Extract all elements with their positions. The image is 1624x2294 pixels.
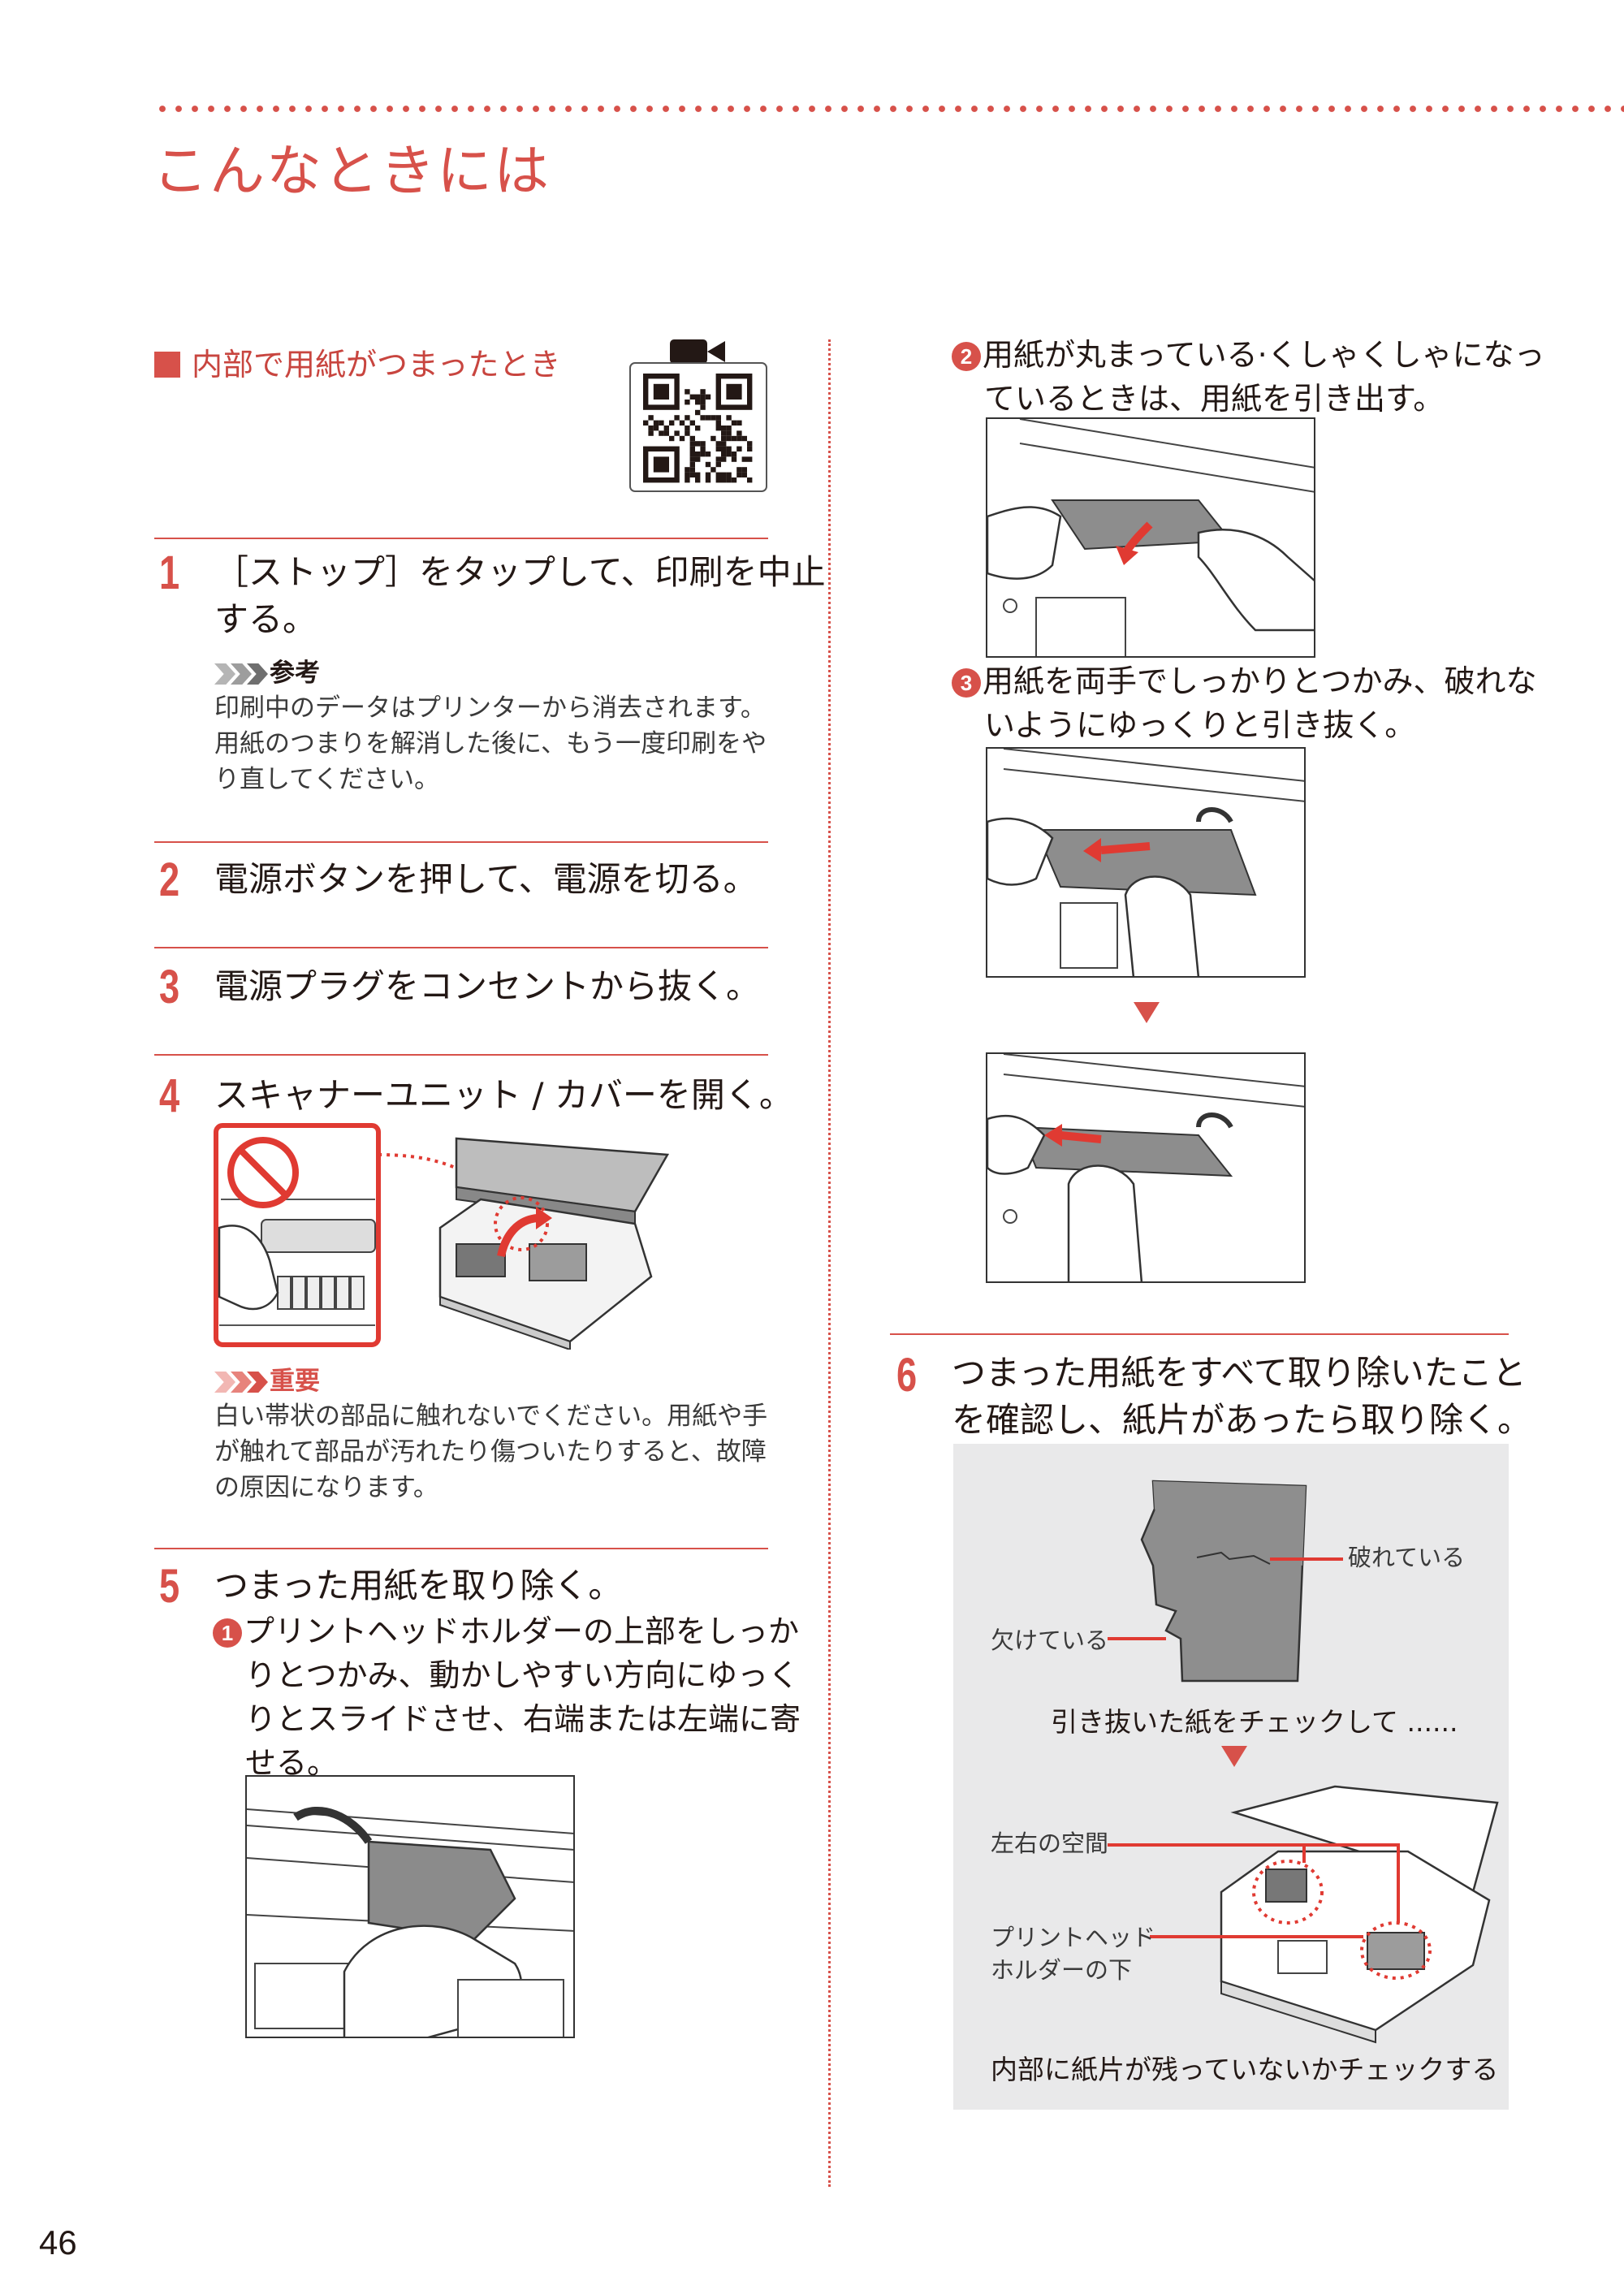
down-arrow-icon [1221,1746,1247,1767]
scanner-unit-illustration [213,1122,684,1351]
under-holder-label: プリントヘッド ホルダーの下 [991,1921,1155,1986]
substep-line: いようにゆっくりと引き抜く。 [984,707,1416,743]
step-6-text: つまった用紙をすべて取り除いたこと を確認し、紙片があったら取り除く。 [952,1350,1531,1444]
substep-line: りとつかみ、動かしやすい方向にゆっく [245,1657,800,1693]
substep-line: 用紙が丸まっている·くしゃくしゃになっ [983,337,1545,373]
torn-paper-illustration [1108,1480,1343,1683]
qr-code-icon [629,362,767,492]
important-note-body: 白い帯状の部品に触れないでください。用紙や手 が触れて部品が汚れたり傷ついたりす… [214,1398,767,1506]
substep-line: せる。 [245,1745,339,1781]
chipped-label: 欠けている [991,1627,1109,1654]
circled-number-3: 3 [952,668,981,698]
step-5-number: 5 [159,1560,180,1613]
substep-line: ているときは、用紙を引き出す。 [984,381,1445,417]
step-2-number: 2 [159,853,180,906]
check-caption-top: 引き抜いた紙をチェックして ...... [1051,1706,1458,1738]
page-number: 46 [39,2223,77,2262]
note-line: 印刷中のデータはプリンターから消去されます。 [214,693,766,723]
step-1-rule [154,538,768,539]
under-holder-line: プリントヘッド [991,1924,1156,1951]
check-caption-bottom: 内部に紙片が残っていないかチェックする [991,2054,1499,2085]
chevron-icon [214,1372,268,1393]
reference-note-body: 印刷中のデータはプリンターから消去されます。 用紙のつまりを解消した後に、もう一… [214,690,767,797]
step-6-line: を確認し、紙片があったら取り除く。 [952,1400,1532,1440]
pull-out-paper-illustration [986,417,1315,658]
square-bullet-icon [154,352,180,378]
important-note-label: 重要 [214,1360,320,1397]
step-4-rule [154,1054,768,1056]
step-5-rule [154,1548,768,1549]
step-3-text: 電源プラグをコンセントから抜く。 [214,966,761,1006]
torn-label: 破れている [1348,1544,1466,1571]
circled-number-2: 2 [952,342,981,371]
substep-line: プリントヘッドホルダーの上部をしっか [244,1614,800,1649]
section-heading: 内部で用紙がつまったとき [154,339,560,384]
step-4-number: 4 [159,1069,180,1122]
side-spaces-label: 左右の空間 [991,1830,1109,1857]
down-arrow-icon [1134,1002,1160,1023]
step-3-rule [154,947,768,948]
substep-line: 用紙を両手でしっかりとつかみ、破れな [983,663,1537,699]
under-holder-line: ホルダーの下 [991,1956,1133,1984]
note-line: 用紙のつまりを解消した後に、もう一度印刷をや [214,729,767,758]
header-dotted-rule [154,104,1624,114]
circled-number-1: 1 [213,1618,242,1648]
chevron-icon [214,663,268,685]
step-6-line: つまった用紙をすべて取り除いたこと [952,1353,1527,1393]
section-heading-text: 内部で用紙がつまったとき [192,347,561,382]
step-2-text: 電源ボタンを押して、電源を切る。 [214,859,758,899]
step-1-line: する。 [214,599,317,639]
step-5-text: つまった用紙を取り除く。 [214,1566,623,1605]
step-1-line: ［ストップ］をタップして、印刷を中止 [214,552,826,592]
reference-note-label: 参考 [214,652,320,689]
reference-label-text: 参考 [270,659,320,688]
two-hands-pull-result-illustration [986,1052,1306,1283]
step-4-text: スキャナーユニット / カバーを開く。 [214,1075,793,1115]
important-label-text: 重要 [270,1367,320,1396]
step-1-number: 1 [159,546,180,599]
step-3-number: 3 [159,961,180,1013]
printer-interior-illustration [1108,1785,1499,2044]
step-2-rule [154,841,768,843]
note-line: の原因になります。 [214,1473,438,1502]
column-divider [828,339,831,2187]
print-head-holder-illustration [245,1775,575,2038]
step-1-text: ［ストップ］をタップして、印刷を中止 する。 [214,549,826,643]
note-line: が触れて部品が汚れたり傷ついたりすると、故障 [214,1437,767,1467]
video-qr-block[interactable] [629,338,767,492]
video-camera-icon [670,339,725,364]
note-line: り直してください。 [214,765,440,794]
step-6-number: 6 [896,1349,918,1402]
step-6-rule [890,1333,1509,1335]
note-line: 白い帯状の部品に触れないでください。用紙や手 [214,1402,768,1431]
page-title: こんなときには [153,140,551,204]
two-hands-pull-illustration [986,747,1306,978]
substep-line: りとスライドさせ、右端または左端に寄 [245,1701,801,1737]
